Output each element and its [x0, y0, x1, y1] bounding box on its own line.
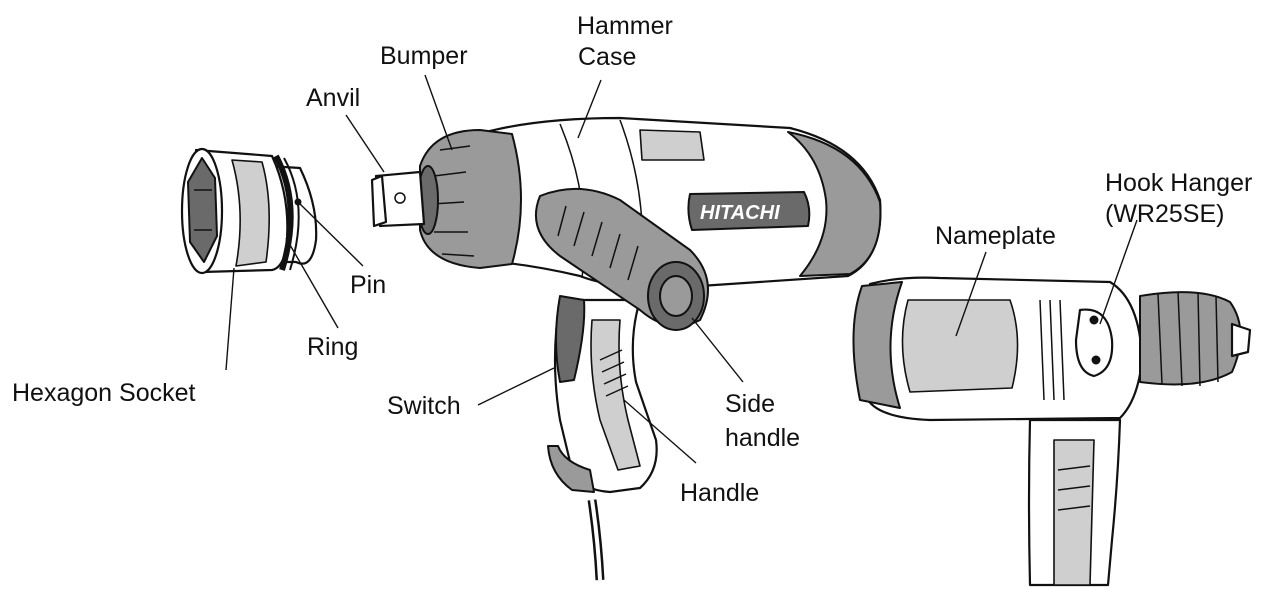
label-hexagon-socket: Hexagon Socket — [12, 379, 196, 407]
label-ring: Ring — [307, 333, 358, 361]
label-handle: Handle — [680, 479, 759, 507]
label-hammer-case-line2: Case — [578, 43, 636, 71]
brand-logo: HITACHI — [700, 202, 780, 224]
label-hammer-case-line1: Hammer — [577, 12, 673, 40]
label-anvil: Anvil — [306, 84, 360, 112]
impact-wrench-drawing: HITACHI — [372, 118, 880, 580]
label-side-handle-line1: Side — [725, 390, 775, 418]
impact-wrench-rear-drawing — [853, 278, 1250, 585]
label-switch: Switch — [387, 392, 461, 420]
label-nameplate: Nameplate — [935, 222, 1056, 250]
label-hook-hanger-line2: (WR25SE) — [1105, 200, 1224, 228]
label-hook-hanger-line1: Hook Hanger — [1105, 169, 1252, 197]
label-bumper: Bumper — [380, 42, 468, 70]
label-pin: Pin — [350, 271, 386, 299]
label-side-handle-line2: handle — [725, 424, 800, 452]
